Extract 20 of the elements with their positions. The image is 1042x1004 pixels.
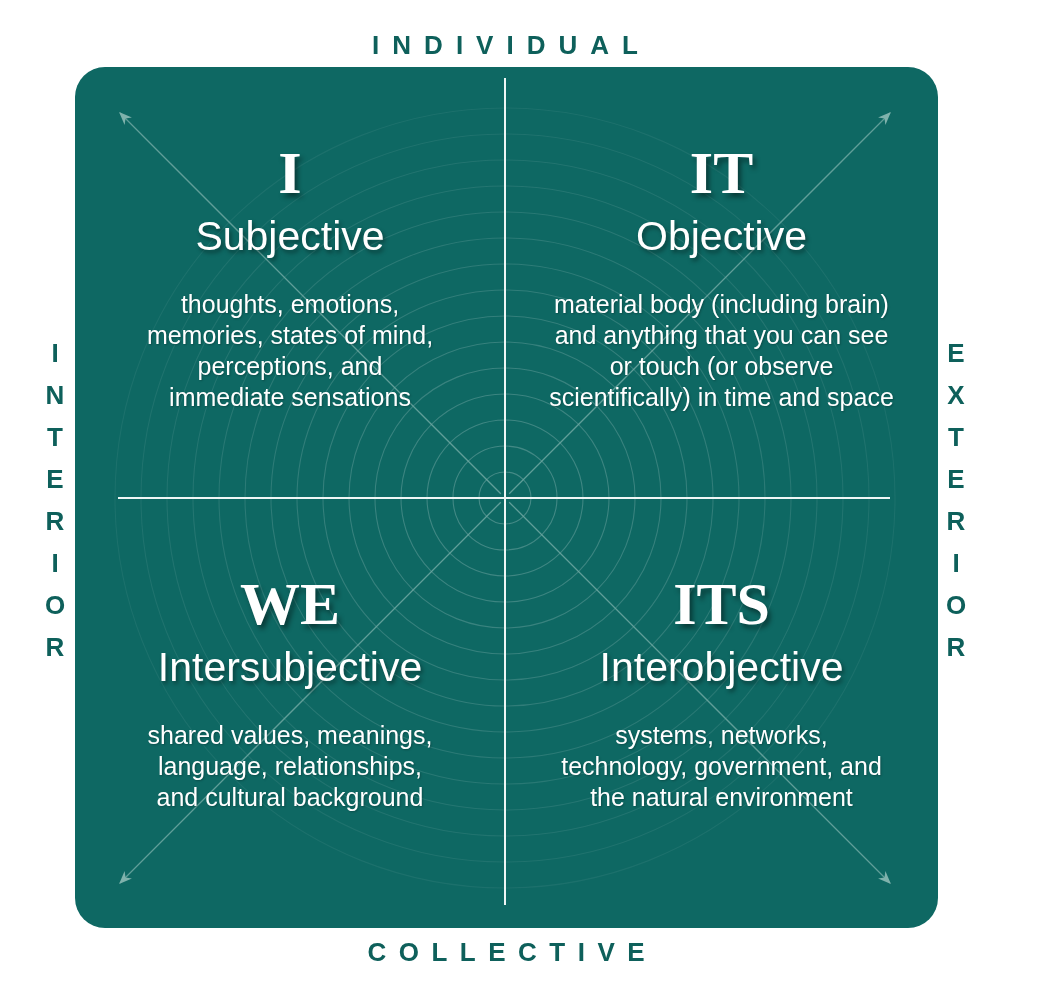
axis-label: INTERIOR [44,337,66,664]
quadrant-subtitle: Intersubjective [157,647,423,688]
quadrant-panel [505,67,938,498]
axis-label: COLLECTIVE [366,937,658,967]
axis-label: INDIVIDUAL [371,30,651,60]
quadrant-panel [75,498,505,928]
axis-label: EXTERIOR [945,337,967,664]
quadrant-subtitle: Objective [636,216,807,257]
quadrant-title: ITS [673,574,770,634]
quadrant-description: material body (including brain) and anything that you can see or touch (or observe scientifically) in time and space [548,289,895,413]
quadrant-subtitle: Interobjective [599,647,844,688]
quadrant-title: WE [240,574,340,634]
quadrant-description: systems, networks, technology, government, and the natural environment [560,720,883,813]
quadrant-panel [75,67,505,498]
quadrant-description: thoughts, emotions, memories, states of mind, perceptions, and immediate sensations [145,289,435,413]
quadrant-subtitle: Subjective [195,216,385,257]
quadrant-title: IT [689,143,754,203]
quadrant-panel [505,498,938,928]
quadrant-title: I [278,143,302,203]
quadrant-description: shared values, meanings, language, relationships, and cultural background [146,720,434,813]
